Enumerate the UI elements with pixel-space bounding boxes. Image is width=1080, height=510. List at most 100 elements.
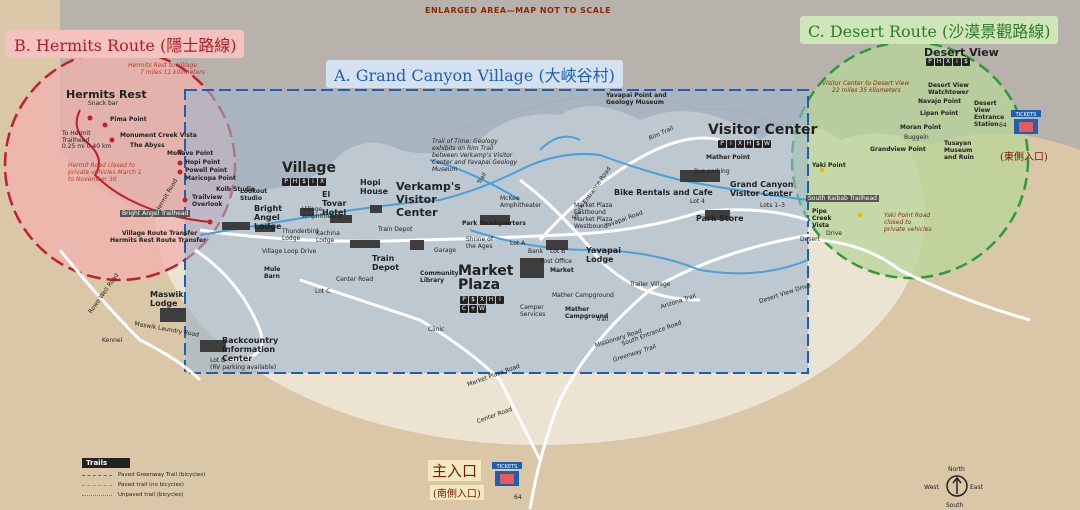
mp-westbound-label: Market Plaza Westbound [574,216,613,230]
south-kaibab-label: South Kaibab Trailhead [806,195,879,202]
hermits-distance-label-2: 7 miles 11 kilometers [140,69,205,76]
mule-barn-label: Mule Barn [264,266,281,280]
desert-view-label: Desert View [924,46,999,59]
pipe-creek-label: Pipe Creek Vista [812,208,832,229]
compass-arrow-icon [946,475,968,497]
thunderbird-lodge-label: Thunderbird Lodge [282,228,319,242]
tusayan-label: Tusayan Museum and Ruin [944,140,974,161]
yavapai-point-label: Yavapai Point and Geology Museum [606,92,667,106]
hopi-point-label: Hopi Point [185,159,221,166]
moran-point-label: Moran Point [900,124,942,131]
mather-campground-label-1: Mather Campground [552,292,614,299]
market-label: Market [550,267,574,274]
market-plaza-label: Market Plaza [458,263,514,293]
verkamps-label: Verkamp's Visitor Center [396,180,461,219]
desert-distance-label: Visitor Center to Desert View [822,80,910,87]
hermit-trailhead-label: To Hermit Trailhead [62,130,91,144]
legend-row-3: Unpaved trail (bicycles) [82,492,262,498]
lipan-point-label: Lipan Point [920,110,959,117]
market-plaza-road [519,178,701,302]
legend-text-2: Paved trail (no bicycles) [118,482,184,488]
lot4-label: Lot 4 [690,198,705,205]
shrine-label: Shrine of the Ages [466,236,493,250]
gc-visitor-center-label: Grand Canyon Visitor Center [730,180,794,198]
legend-text-3: Unpaved trail (bicycles) [118,492,184,498]
bank-label: Bank [528,248,544,255]
village-amphitheater-label: Village Amphitheater [302,206,344,220]
village-route-title[interactable]: A. Grand Canyon Village (大峽谷村) [326,60,623,88]
park-store-label: Park Store [696,214,744,223]
east-ticket-text: TICKETS [1015,112,1037,118]
navajo-point-label: Navajo Point [918,98,962,105]
hermits-distance-label: Hermits Rest to Village [128,62,198,69]
legend-row-1: Paved Greenway Trail (bicycles) [82,472,262,478]
east-entrance-label[interactable]: (東側入口) [1000,152,1048,163]
clinic-label: Clinic [428,326,445,333]
desert-route-title[interactable]: C. Desert Route (沙漠景觀路線) [800,16,1059,44]
trails-legend: Trails Paved Greenway Trail (bicycles) P… [82,458,262,498]
mckee-label: McKee Amphitheater [500,195,542,209]
lots-label: Lots 1–3 [760,202,785,209]
drive-label: Drive [826,230,842,237]
legend-head: Trails [82,458,130,468]
watchtower-label: Desert View Watchtower [928,82,969,96]
map-banner: ENLARGED AREA—MAP NOT TO SCALE [425,6,612,15]
powell-point-label: Powell Point [185,167,228,174]
lookout-studio-label: Lookout Studio [240,188,268,202]
kachina-lodge-label: Kachina Lodge [316,230,340,244]
hermits-rest-label: Hermits Rest [66,88,147,101]
community-library-label: Community Library [420,270,459,284]
post-office-label: Post Office [540,258,572,265]
trail-label-2: Trail [596,316,609,323]
camper-services-label: Camper Services [520,304,546,318]
main-ticket-text: TICKETS [496,464,518,470]
grandview-label: Grandview Point [870,146,926,153]
lot-c-label: Lot C [315,288,331,295]
greenway-trail [469,229,809,275]
desert-distance-label-2: 22 miles 35 kilometers [832,87,901,94]
trailer-village-label: Trailer Village [630,281,671,288]
maswik-lodge-label: Maswik Lodge [150,290,184,308]
snack-bar-label: Snack bar [88,100,118,107]
hermits-route-title[interactable]: B. Hermits Route (隱士路線) [6,30,245,58]
center-road [299,278,542,461]
rowe-well-road [58,249,202,382]
bright-angel-trailhead-label: Bright Angel Trailhead [120,210,191,217]
main-hwy-number: 64 [514,494,522,501]
legend-swatch-1 [82,474,112,476]
monument-creek-label: Monument Creek Vista [120,132,197,139]
lot-b-label: Lot B [550,248,566,255]
trail-spur [429,159,521,201]
legend-row-2: Paved trail (no bicycles) [82,482,262,488]
compass-west: West [924,484,939,491]
lot-a-label: Lot A [510,240,526,247]
backcountry-label: Backcountry Information Center [222,336,279,363]
pima-point-label: Pima Point [110,116,147,123]
kolb-studio-label: Kolb Studio [216,186,256,193]
maswik-road [194,248,264,362]
hermit-trail-distance: 0.25 mi 0.40 km [62,143,112,150]
kennel-label: Kennel [102,337,123,344]
main-entrance-sub-label: (南側入口) [430,485,484,500]
main-entrance-label[interactable]: 主入口 [428,460,482,481]
bus-parking-label: Bus parking [694,168,730,175]
train-depot-small-label: Train Depot [378,226,413,233]
el-tovar-label: El Tovar Hotel [322,190,347,217]
hermit-road-note: Hermit Road closed to private vehicles M… [68,162,142,183]
hermit-stops [87,115,213,225]
main-ticket-icon: TICKETS [492,462,522,486]
visitor-center-label: Visitor Center [708,122,818,138]
abyss-label: The Abyss [130,142,165,149]
compass-south: South [946,502,964,509]
yaki-point-label: Yaki Point [812,162,846,169]
lot-d-label: Lot D [210,357,226,364]
rv-parking-label: (RV parking available) [210,364,277,371]
legend-text-1: Paved Greenway Trail (bicycles) [118,472,206,478]
trail-spur-2 [539,135,581,151]
legend-swatch-2 [82,484,112,486]
mather-point-label: Mather Point [706,154,750,161]
desert-label: Desert [800,236,820,243]
